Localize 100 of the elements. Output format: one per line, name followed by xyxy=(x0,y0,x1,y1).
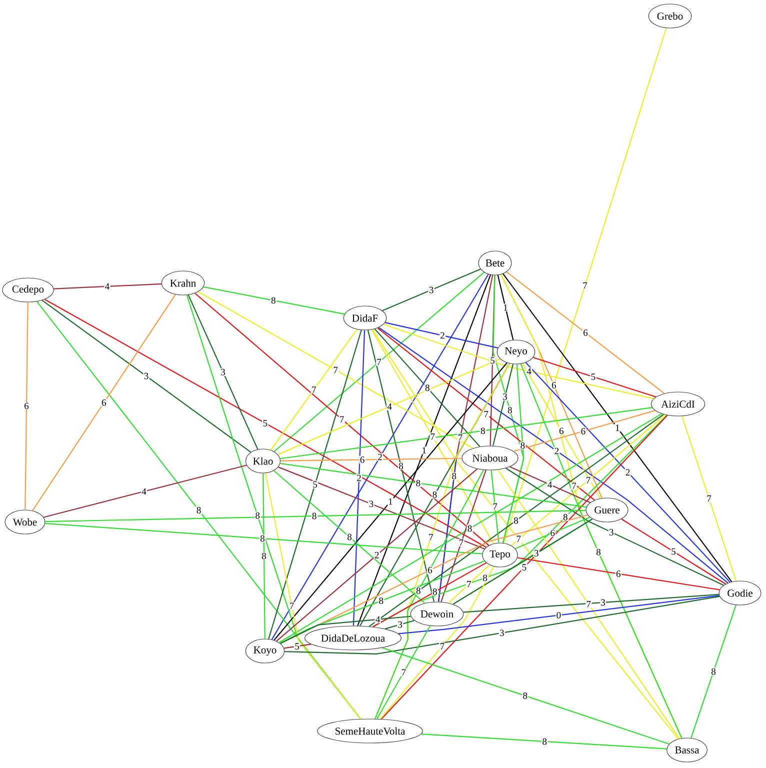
connector-line xyxy=(448,564,490,604)
edge-label: 7 xyxy=(288,602,295,610)
edge-label: 4 xyxy=(546,480,553,488)
edge-label: 7 xyxy=(483,410,490,418)
edge-label: 8 xyxy=(346,533,353,541)
connector-line xyxy=(268,330,362,640)
connector-line xyxy=(378,327,728,584)
edge-label: 5 xyxy=(590,372,596,381)
edge-label: 8 xyxy=(520,442,526,450)
edge-label: 5 xyxy=(521,563,528,572)
edge-label: 3 xyxy=(428,286,434,294)
connector-line xyxy=(278,413,662,643)
connector-line xyxy=(452,518,593,605)
connector-line xyxy=(357,274,492,626)
connector-line xyxy=(502,273,732,582)
ellipse-node: SemeHauteVolta xyxy=(317,718,423,744)
edge-label: 8 xyxy=(512,516,520,524)
connector-line xyxy=(284,596,720,654)
edge-label: 3 xyxy=(220,368,226,376)
ellipse-node: Krahn xyxy=(161,270,205,296)
connector-line xyxy=(490,470,500,543)
connector-line xyxy=(522,363,601,499)
edge-label: 0 xyxy=(556,611,562,620)
edge-label: 8 xyxy=(378,596,384,605)
ellipse-node: DidaF xyxy=(343,306,387,330)
edge-label: 7 xyxy=(516,535,522,543)
edge-label: 2 xyxy=(554,447,560,455)
connector-line xyxy=(681,416,737,582)
edge-label: 4 xyxy=(374,616,381,624)
connector-line xyxy=(376,626,431,720)
connector-line xyxy=(32,294,176,511)
connector-line xyxy=(497,275,514,340)
connector-line xyxy=(203,286,345,315)
connector-line xyxy=(374,470,484,719)
edge-label: 8 xyxy=(196,506,202,514)
edge-label: 3 xyxy=(397,620,404,628)
edge-label: 5 xyxy=(489,356,496,364)
connector-line xyxy=(45,522,482,554)
connector-line xyxy=(274,470,425,604)
connector-line xyxy=(380,566,494,720)
connector-line xyxy=(280,616,411,644)
edge-label: 8 xyxy=(522,692,528,700)
edge-label: 8 xyxy=(562,513,568,521)
edge-label: 7 xyxy=(466,580,472,588)
connector-line xyxy=(690,604,736,738)
edge-label: 7 xyxy=(338,416,345,424)
edge-label: 2 xyxy=(374,551,380,559)
ellipse-node: Niaboua xyxy=(462,446,518,470)
edge-label: 4 xyxy=(140,488,148,496)
edge-label: 4 xyxy=(104,282,110,290)
edge-label: 5 xyxy=(670,548,677,556)
edge-label: 7 xyxy=(310,386,317,394)
connector-line xyxy=(372,562,486,628)
edge-label: 7 xyxy=(582,282,588,290)
connector-line xyxy=(264,473,361,720)
edge-label: 8 xyxy=(311,512,318,520)
edge-label: 3 xyxy=(533,549,540,558)
edge-label: 6 xyxy=(615,570,622,578)
edge-label: 8 xyxy=(432,588,438,596)
connector-line xyxy=(262,473,266,639)
edge-label: 7 xyxy=(430,432,436,440)
edge-label: 7 xyxy=(706,494,712,502)
edge-label: 7 xyxy=(586,600,592,608)
edge-label: 1 xyxy=(614,424,620,432)
connector-line xyxy=(520,364,682,738)
edge-label: 3 xyxy=(498,629,505,637)
edge-label: 8 xyxy=(506,406,513,414)
connector-line xyxy=(440,470,486,602)
edge-label: 2 xyxy=(624,468,631,476)
connector-line xyxy=(274,272,484,452)
ellipse-node: Bassa xyxy=(666,738,708,762)
connector-line xyxy=(513,410,656,452)
edge-label: 6 xyxy=(100,398,107,406)
edge-label: 8 xyxy=(270,296,276,304)
edge-label: 1 xyxy=(502,304,509,312)
connector-line xyxy=(525,362,730,583)
edge-label: 3 xyxy=(502,392,508,401)
connector-line xyxy=(280,458,462,462)
connector-line xyxy=(371,329,494,544)
edge-label: 6 xyxy=(550,381,557,390)
edge-label: 1 xyxy=(387,498,394,506)
ellipse-node: Koyo xyxy=(245,638,285,664)
ellipse-node: Godie xyxy=(718,580,762,606)
connector-line xyxy=(24,302,28,510)
connector-line xyxy=(276,468,478,642)
connector-line xyxy=(382,647,670,745)
connector-line xyxy=(621,518,726,584)
connector-line xyxy=(186,294,361,720)
edge-label: 3 xyxy=(368,500,374,508)
connector-line xyxy=(502,364,524,544)
connector-line xyxy=(385,322,498,348)
edge-label: 8 xyxy=(710,668,717,676)
connector-line xyxy=(368,414,664,627)
edge-label: 6 xyxy=(359,456,366,464)
edge-label: 8 xyxy=(466,524,473,532)
edge-label: 5 xyxy=(312,480,318,488)
connector-line xyxy=(194,292,490,546)
edge-label: 8 xyxy=(415,479,422,487)
edge-label: 6 xyxy=(580,427,586,436)
ellipse-node: Tepo xyxy=(482,542,518,568)
